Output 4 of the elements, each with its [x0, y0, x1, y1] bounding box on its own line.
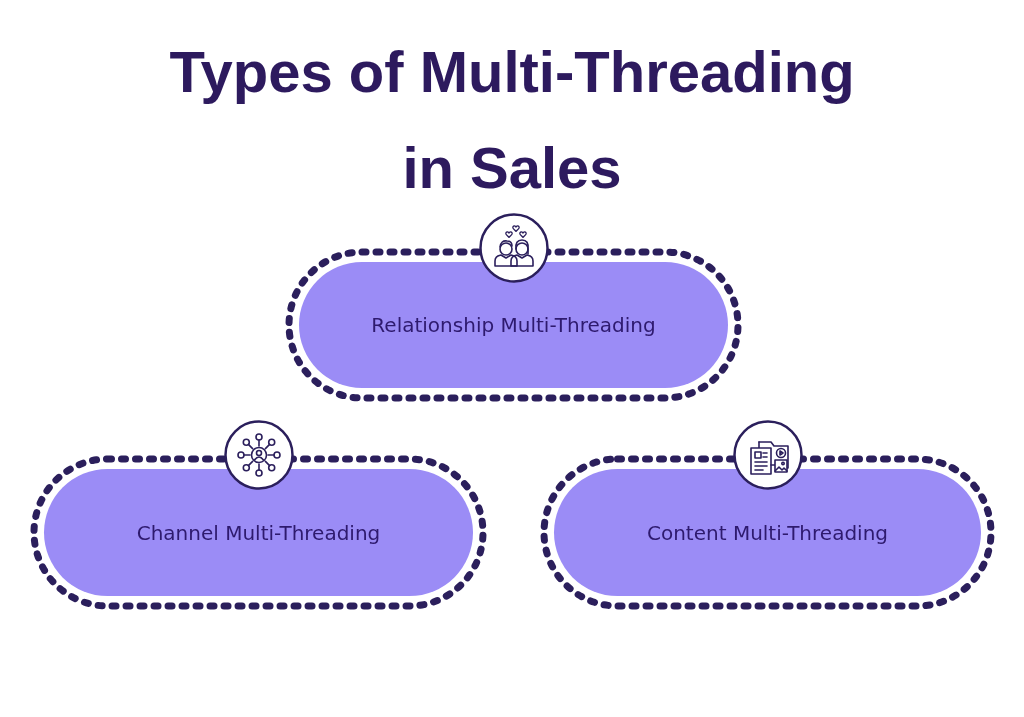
card-label: Channel Multi-Threading: [136, 520, 381, 545]
title: Types of Multi-Threading in Sales: [168, 38, 856, 202]
card-label: Relationship Multi-Threading: [371, 313, 656, 337]
card-label: Content Multi-Threading: [647, 520, 888, 545]
